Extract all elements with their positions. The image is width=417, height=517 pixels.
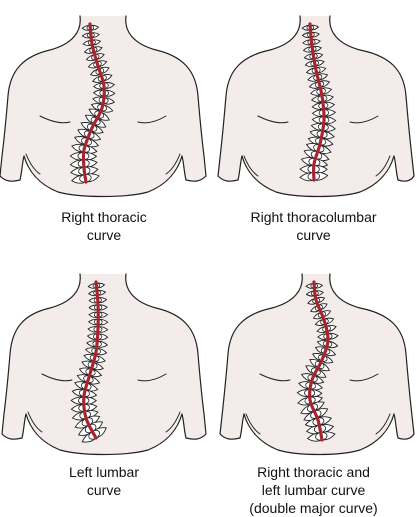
spinal-cord-line (308, 22, 326, 182)
body-contour-line (39, 115, 71, 124)
back-figure-right-thoracolumbar (217, 15, 415, 198)
caption-right-thoracolumbar: Right thoracolumbar curve (250, 209, 377, 243)
body-contour-line (165, 411, 181, 433)
caption-left-lumbar: Left lumbar curve (68, 464, 140, 498)
body-contour-line (137, 373, 167, 382)
body-contour-line (349, 373, 379, 382)
back-figure-double-major (219, 273, 415, 456)
body-contour-line (41, 373, 73, 382)
body-contour-line (257, 115, 289, 124)
back-figure-left-lumbar (1, 273, 207, 456)
body-contour-line (245, 413, 261, 435)
body-contour-line (27, 411, 43, 433)
back-figure-right-thoracic (0, 15, 207, 198)
caption-right-thoracic: Right thoracic curve (61, 209, 147, 243)
spinal-cord-line (308, 280, 330, 442)
body-contour-line (375, 413, 391, 435)
spinal-cord-line (82, 280, 100, 440)
body-contour-line (165, 153, 181, 175)
torso-outline (1, 273, 207, 456)
vertebra (92, 82, 115, 90)
body-contour-line (259, 373, 291, 382)
spinal-cord-line (81, 22, 106, 184)
body-contour-line (375, 155, 391, 177)
body-contour-line (243, 155, 259, 177)
caption-double-major: Right thoracic and left lumbar curve (do… (249, 464, 378, 516)
body-contour-line (25, 153, 41, 175)
body-contour-line (349, 115, 379, 124)
body-contour-line (137, 115, 167, 124)
